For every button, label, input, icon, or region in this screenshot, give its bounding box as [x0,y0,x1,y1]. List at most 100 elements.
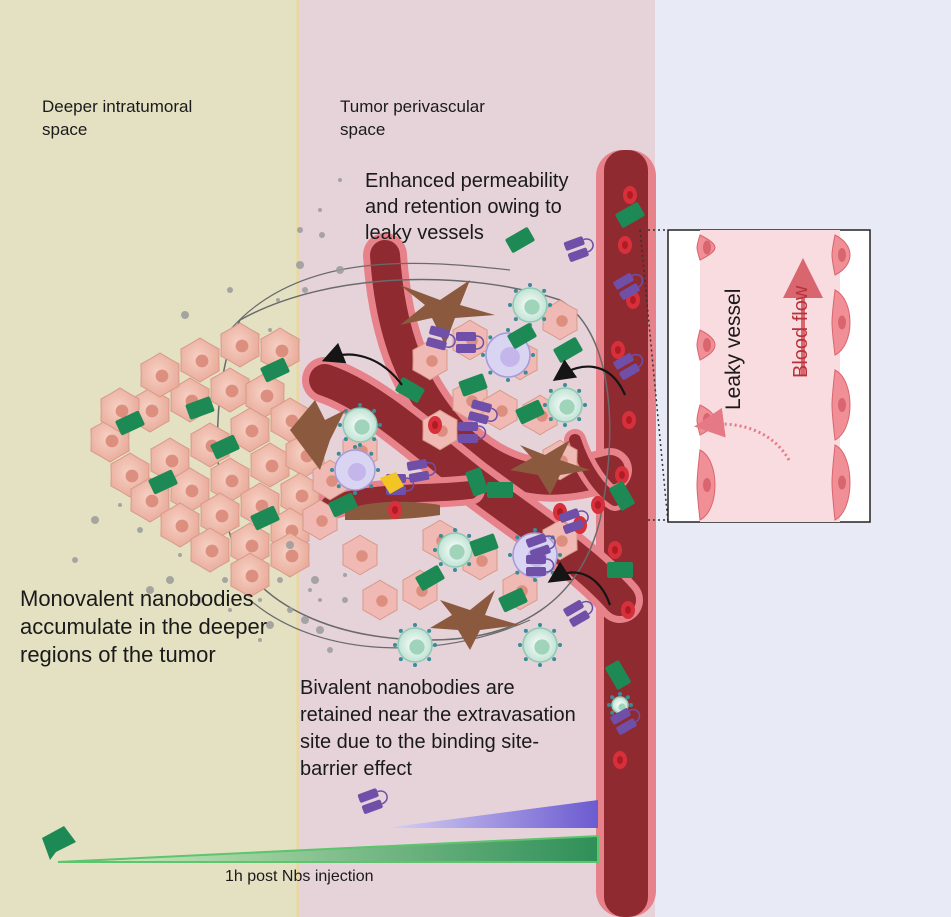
immune-cell-icon [330,445,380,495]
monovalent-nanobody-icon [148,469,178,495]
monovalent-nanobody-icon [615,202,645,228]
perivascular-space-label: Tumor perivascular space [340,97,485,139]
red-blood-cell-icon [591,496,605,514]
bivalent-nanobody-icon [458,422,487,443]
epr-caption: Enhanced permeability and retention owin… [365,170,569,244]
monovalent-nanobody-icon [609,481,635,511]
monovalent-nanobody-icon [469,533,499,557]
tumor-cell-icon [342,534,378,576]
red-blood-cell-icon [611,341,625,359]
monovalent-nanobody-icon [515,399,545,425]
bivalent-nanobody-icon [558,508,589,534]
yellow-particle-icon [380,472,404,494]
endothelial-cell-icon [831,369,851,441]
bivalent-nanobody-icon [613,353,644,380]
monovalent-nanobody-icon [42,202,645,860]
tumor-cell-icon [210,457,250,503]
endothelial-cell-icon [696,329,716,361]
monovalent-nanobody-icon [250,505,280,531]
red-blood-cell-icon [622,411,636,429]
bivalent-gradient [385,800,598,828]
tumor-cell-icon [170,467,210,513]
monovalent-nanobody-icon [553,337,583,363]
red-blood-cell-icon [613,751,627,769]
tumor-cell-icon [482,389,518,431]
tumor-cell-icon [270,532,310,578]
deeper-space-label: Deeper intratumoral space [42,97,193,139]
red-blood-cell-icon [388,501,402,519]
bivalent-nanobody-icon [613,273,644,300]
monovalent-nanobody-icon [505,227,535,253]
monovalent-gradient [57,834,599,863]
diffusion-dots [72,178,348,653]
immune-cell-icon [393,623,437,667]
bivalent-nanobody-icon [357,236,644,814]
monovalent-nanobody-icon [42,826,76,860]
monovalent-nanobody-icon [415,565,445,591]
endothelial-cell-icon [696,234,851,521]
tumor-cell-icon [302,499,338,541]
endothelial-cell-icon [831,289,851,356]
zoom-lines [639,229,669,523]
red-blood-cell-icon [608,541,622,559]
bivalent-nanobody-icon [426,325,456,351]
tumor-cell-icon [250,442,290,488]
bivalent-nanobody-icon [406,459,437,483]
tumor-cell-icon [542,299,578,341]
bivalent-nanobody-icon [468,399,498,425]
timepoint-label: 1h post Nbs injection [225,868,374,885]
monovalent-nanobody-icon [605,660,631,690]
immune-cell-icon [607,692,633,718]
immune-cell-icon [508,283,552,327]
monovalent-nanobody-icon [465,467,489,497]
bivalent-nanobody-icon [456,332,485,353]
tumor-cell-icon [230,407,270,453]
monovalent-nanobody-icon [328,492,358,518]
endothelial-cell-icon [831,234,851,276]
red-blood-cell-icon [615,466,629,484]
leaky-vessel-inset [667,229,871,523]
endothelial-cell-icon [831,444,851,521]
monovalent-nanobody-icon [115,410,145,436]
red-blood-cell-icon [428,416,442,434]
bivalent-caption: Bivalent nanobodies are retained near th… [300,677,576,780]
main-blood-vessel [596,150,656,917]
monovalent-nanobody-icon [395,377,425,403]
tumor-cell-icon [220,322,260,368]
immune-cell-icon [433,528,477,572]
leaky-vessel-label: Leaky vessel [722,288,745,410]
tumor-cell-icon [160,502,200,548]
monovalent-nanobody-icon [487,482,513,498]
red-blood-cell-icon [623,186,637,204]
monovalent-nanobody-icon [458,373,488,397]
bivalent-nanobody-icon [563,236,594,262]
endothelial-cell-icon [696,449,716,521]
tumor-cell-icon [362,579,398,621]
tumor-cell-icon [190,527,230,573]
bivalent-nanobody-icon [563,600,594,627]
tumor-cell-icon [260,327,300,373]
monovalent-nanobody-icon [498,587,528,613]
monovalent-caption: Monovalent nanobodies accumulate in the … [20,586,268,667]
tumor-cell-icon [245,372,285,418]
tumor-cell-icon [210,367,250,413]
deeper-intratumoral-zone [0,0,298,917]
monovalent-nanobody-icon [607,562,633,578]
monovalent-nanobody-icon [185,396,215,420]
monovalent-nanobody-icon [210,434,240,460]
tumor-cell-icon [140,352,180,398]
bivalent-nanobody-icon [610,708,641,735]
monovalent-nanobody-icon [260,357,290,383]
red-blood-cell-icon [618,236,632,254]
immune-cell-icon [518,623,562,667]
red-blood-cell-icon [621,601,635,619]
tumor-cell-icon [412,339,448,381]
monovalent-nanobody-icon [507,323,537,349]
immune-cell-icon [543,383,587,427]
immune-cell-icon [338,403,382,447]
blood-flow-label: Blood flow [790,285,812,378]
tumor-cell-icon [200,492,240,538]
tumor-cell-icon [180,337,220,383]
extravasation-arrows [321,342,627,606]
